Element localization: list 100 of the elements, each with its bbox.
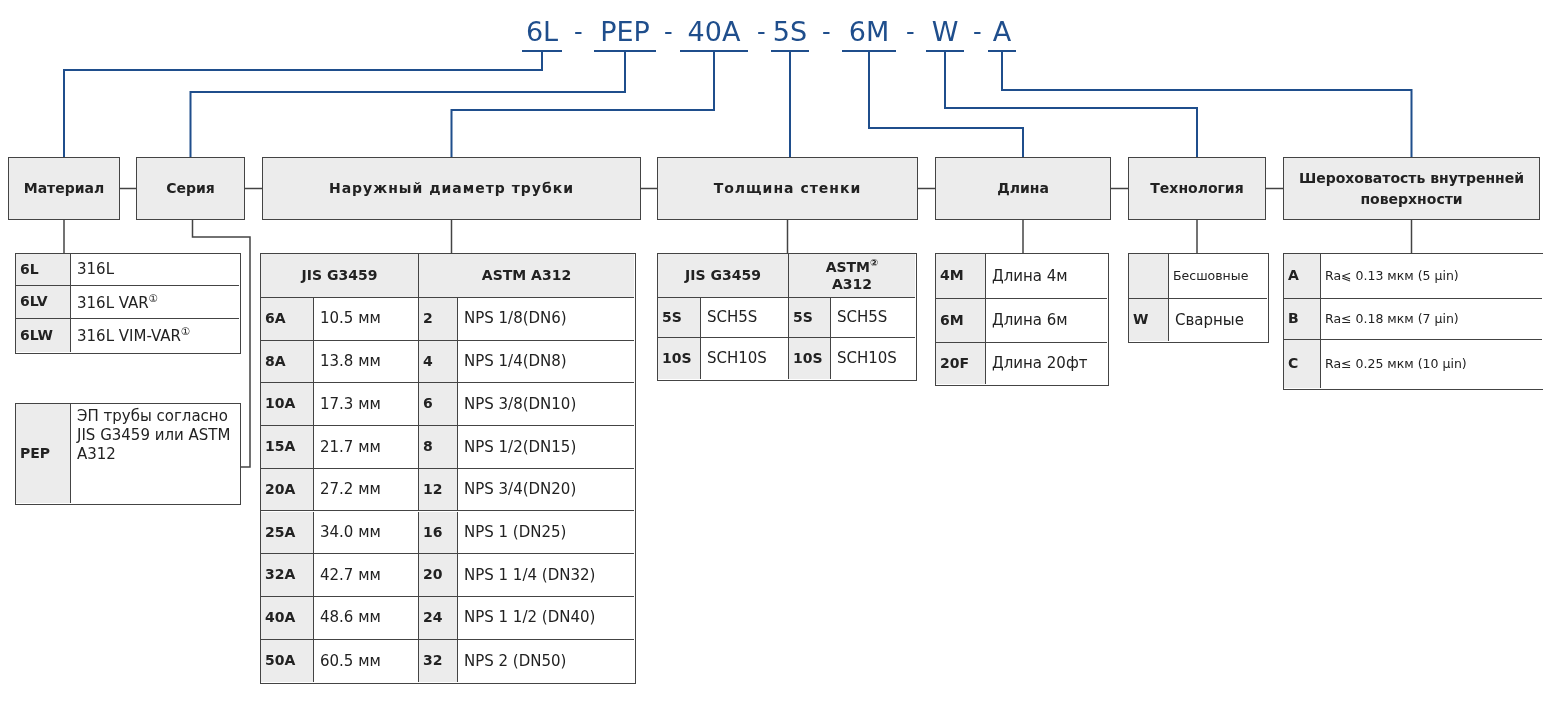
column-header: ASTM$^{②}$ A312 bbox=[789, 254, 915, 298]
value-cell: NPS 1/8(DN6) bbox=[458, 298, 634, 341]
code-cell: 6L bbox=[16, 254, 71, 286]
code-cell: 8 bbox=[419, 426, 458, 469]
separator-dash: - bbox=[822, 17, 831, 48]
code-cell: 5S bbox=[789, 298, 831, 338]
code-segment: W bbox=[926, 14, 964, 52]
code-cell: 24 bbox=[419, 596, 458, 640]
value-cell: NPS 1/2(DN15) bbox=[458, 426, 634, 469]
code-cell: W bbox=[1129, 299, 1169, 341]
code-segment: 40A bbox=[680, 14, 748, 52]
connector-line bbox=[450, 51, 715, 158]
code-cell: 40A bbox=[261, 596, 314, 640]
value-cell: Бесшовные bbox=[1169, 254, 1267, 299]
spec-table bbox=[260, 253, 636, 685]
value-cell: NPS 1/4(DN8) bbox=[458, 340, 634, 384]
code-cell: 16 bbox=[419, 511, 458, 555]
header-box: Технология bbox=[1128, 157, 1266, 220]
code-cell: 12 bbox=[419, 468, 458, 512]
connector-line bbox=[789, 51, 791, 158]
value-cell-text: Ra≤ 0.25 мкм (10 μin) bbox=[1324, 355, 1468, 374]
value-cell: Длина 6м bbox=[986, 299, 1107, 343]
header-box: Материал bbox=[8, 157, 120, 220]
code-cell: A bbox=[1284, 254, 1321, 299]
column-header: ASTM A312 bbox=[419, 254, 634, 298]
code-cell: 10S bbox=[658, 338, 701, 379]
code-cell: 20A bbox=[261, 468, 314, 512]
connector-line bbox=[1410, 219, 1413, 254]
value-cell: 316L VAR$^{①}$ bbox=[71, 286, 239, 319]
code-cell: C bbox=[1284, 340, 1321, 388]
code-segment: A bbox=[988, 14, 1016, 52]
value-cell: 316L bbox=[71, 254, 239, 286]
spec-table bbox=[935, 253, 1109, 386]
spec-table bbox=[1283, 253, 1543, 390]
code-cell: 8A bbox=[261, 340, 314, 384]
separator-dash: - bbox=[906, 17, 915, 48]
code-cell: 50A bbox=[261, 639, 314, 683]
value-cell-text: SCH10S bbox=[836, 348, 898, 370]
connector-line bbox=[1196, 219, 1198, 254]
separator-dash: - bbox=[574, 17, 583, 48]
code-cell: 6M bbox=[936, 299, 986, 343]
code-cell: 4 bbox=[419, 340, 458, 384]
header-box: Толщина стенки bbox=[657, 157, 918, 220]
connector-line bbox=[191, 219, 251, 468]
value-cell: NPS 1 1/4 (DN32) bbox=[458, 554, 634, 597]
value-cell: NPS 1 (DN25) bbox=[458, 511, 634, 555]
connector-line bbox=[63, 51, 543, 158]
code-cell: B bbox=[1284, 299, 1321, 340]
code-cell: 6LV bbox=[16, 286, 71, 319]
connector-line bbox=[450, 219, 453, 254]
code-cell: 15A bbox=[261, 426, 314, 469]
code-cell: 10A bbox=[261, 383, 314, 427]
value-cell-text: Длина 20фт bbox=[991, 353, 1089, 375]
spec-table bbox=[1128, 253, 1269, 343]
code-cell: 20F bbox=[936, 343, 986, 384]
connector-line bbox=[189, 51, 626, 158]
connector-line bbox=[1001, 51, 1413, 158]
connector-line bbox=[1022, 219, 1024, 254]
code-cell: 5S bbox=[658, 298, 701, 338]
column-header: JIS G3459 bbox=[261, 254, 419, 298]
code-cell: 6LW bbox=[16, 319, 71, 352]
value-cell: NPS 1 1/2 (DN40) bbox=[458, 596, 634, 640]
code-segment: 6M bbox=[842, 14, 896, 52]
value-cell: NPS 3/8(DN10) bbox=[458, 383, 634, 427]
spec-table bbox=[15, 403, 241, 505]
column-header: JIS G3459 bbox=[658, 254, 789, 298]
code-cell: 25A bbox=[261, 511, 314, 555]
code-cell: 32 bbox=[419, 639, 458, 683]
code-segment: 6L bbox=[522, 14, 562, 52]
code-cell: 6A bbox=[261, 298, 314, 341]
value-cell-text: NPS 2 (DN50) bbox=[463, 650, 568, 672]
connector-line bbox=[868, 51, 1024, 158]
spec-table bbox=[657, 253, 917, 381]
code-cell: PEP bbox=[16, 404, 71, 503]
value-cell-text: Сварные bbox=[1174, 309, 1245, 331]
value-cell: NPS 3/4(DN20) bbox=[458, 468, 634, 512]
connector-line bbox=[63, 219, 65, 254]
connector-line bbox=[944, 51, 1198, 158]
header-box: Длина bbox=[935, 157, 1111, 220]
header-box: Наружный диаметр трубки bbox=[262, 157, 641, 220]
value-cell: Ra≤ 0.18 мкм (7 μin) bbox=[1321, 299, 1542, 340]
code-cell: 20 bbox=[419, 554, 458, 597]
separator-dash: - bbox=[757, 17, 766, 48]
code-cell: 2 bbox=[419, 298, 458, 341]
code-cell: 32A bbox=[261, 554, 314, 597]
code-segment: PEP bbox=[594, 14, 656, 52]
value-cell: SCH5S bbox=[831, 298, 915, 338]
spec-table bbox=[15, 253, 241, 354]
code-cell: 6 bbox=[419, 383, 458, 427]
value-cell: Длина 4м bbox=[986, 254, 1107, 299]
header-box: Серия bbox=[136, 157, 245, 220]
code-cell: 10S bbox=[789, 338, 831, 379]
separator-dash: - bbox=[664, 17, 673, 48]
code-cell: 4M bbox=[936, 254, 986, 299]
header-box: Шероховатость внутренней поверхности bbox=[1283, 157, 1540, 220]
value-cell-text: ЭП трубы согласно JIS G3459 или ASTM A312 bbox=[75, 406, 232, 465]
value-cell: Ra⩽ 0.13 мкм (5 μin) bbox=[1321, 254, 1542, 299]
connector-line bbox=[786, 219, 789, 254]
separator-dash: - bbox=[973, 17, 982, 48]
value-cell-text: 316L VIM-VAR$^{①}$ bbox=[76, 324, 192, 348]
